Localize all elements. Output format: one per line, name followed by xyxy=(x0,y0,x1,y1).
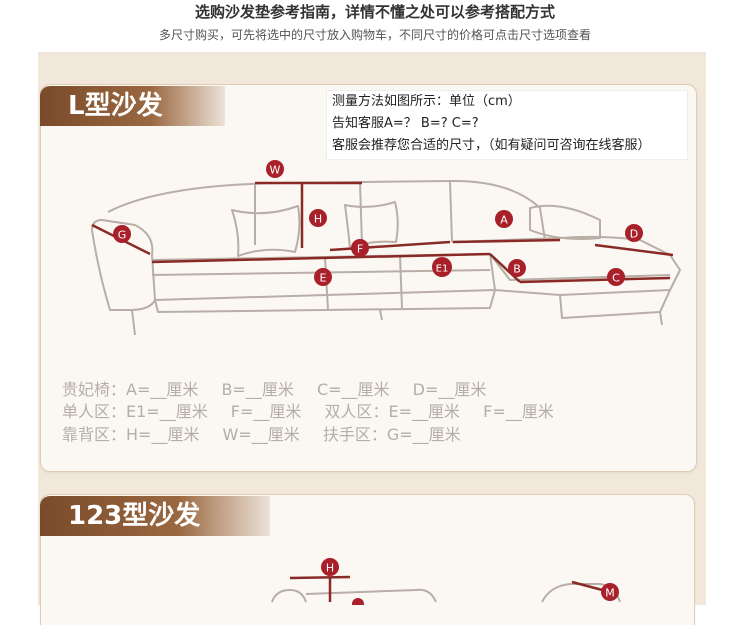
form-field-h: 靠背区：H=__厘米 xyxy=(62,425,200,444)
sofa-123-banner: 123型沙发 xyxy=(40,496,270,536)
marker-f: F xyxy=(351,239,369,257)
form-field-e: 双人区：E=__厘米 xyxy=(324,402,461,421)
svg-text:E1: E1 xyxy=(436,264,449,275)
form-field-f: F=__厘米 xyxy=(230,402,302,421)
svg-text:H: H xyxy=(314,213,322,226)
page-subtitle: 多尺寸购买，可先将选中的尺寸放入购物车，不同尺寸的价格可点击尺寸选项查看 xyxy=(158,28,591,42)
instruction-line: 客服会推荐您合适的尺寸，（如有疑问可咨询在线客服） xyxy=(332,138,651,153)
svg-text:E: E xyxy=(320,272,327,285)
marker-h: H xyxy=(309,209,327,227)
form-field-b: B=__厘米 xyxy=(221,380,294,399)
svg-text:G: G xyxy=(118,229,127,242)
form-field-w: W=__厘米 xyxy=(222,425,300,444)
svg-text:W: W xyxy=(270,164,281,177)
page-title: 选购沙发垫参考指南，详情不懂之处可以参考搭配方式 xyxy=(194,3,555,21)
svg-text:M: M xyxy=(605,587,615,600)
form-field-e1: 单人区：E1=__厘米 xyxy=(62,402,208,421)
svg-text:C: C xyxy=(612,272,620,285)
marker-e1: E1 xyxy=(432,257,452,277)
marker-m-123: M xyxy=(601,583,619,601)
svg-text:H: H xyxy=(326,562,334,575)
instruction-line: 测量方法如图所示：单位（cm） xyxy=(332,94,521,109)
form-row-back: 靠背区：H=__厘米 W=__厘米 扶手区：G=__厘米 xyxy=(62,424,479,446)
marker-b: B xyxy=(508,259,526,277)
form-field-d: D=__厘米 xyxy=(412,380,487,399)
marker-g: G xyxy=(113,225,131,243)
svg-text:B: B xyxy=(513,263,521,276)
form-row-seat: 单人区：E1=__厘米 F=__厘米 双人区：E=__厘米 F=__厘米 xyxy=(62,401,572,423)
form-field-g: 扶手区：G=__厘米 xyxy=(322,425,461,444)
marker-h-123: H xyxy=(321,558,339,576)
marker-w: W xyxy=(266,160,284,178)
form-field-c: C=__厘米 xyxy=(316,380,390,399)
l-sofa-diagram: W H G F E E1 A B C D xyxy=(91,160,681,336)
instruction-line: 告知客服A=？ B=? C=? xyxy=(332,116,479,131)
marker-e: E xyxy=(314,268,332,286)
svg-text:F: F xyxy=(357,243,363,256)
svg-text:D: D xyxy=(630,228,638,241)
l-sofa-banner: L型沙发 xyxy=(40,86,225,126)
marker-d: D xyxy=(625,224,643,242)
svg-text:A: A xyxy=(500,214,508,227)
form-field-a: 贵妃椅：A=__厘米 xyxy=(62,380,199,399)
marker-partial xyxy=(352,598,364,605)
form-field-f2: F=__厘米 xyxy=(483,402,554,421)
sofa-123-diagram: H M xyxy=(271,558,621,605)
marker-c: C xyxy=(607,268,625,286)
marker-a: A xyxy=(495,210,513,228)
measure-instructions: 测量方法如图所示：单位（cm） 告知客服A=？ B=? C=? 客服会推荐您合适… xyxy=(326,90,688,160)
form-row-chaise: 贵妃椅：A=__厘米 B=__厘米 C=__厘米 D=__厘米 xyxy=(62,379,504,401)
